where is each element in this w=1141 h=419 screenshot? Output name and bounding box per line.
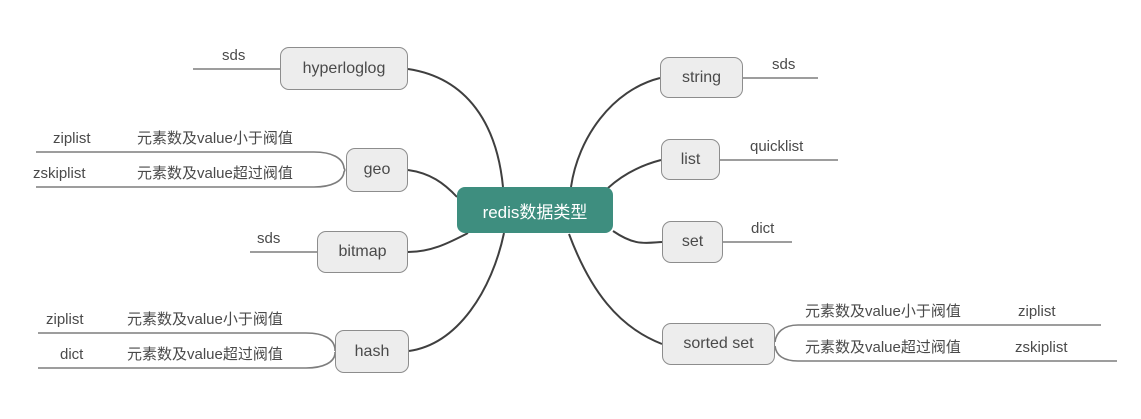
- leaf-hash-row1-impl[interactable]: ziplist: [46, 311, 84, 328]
- leaf-sorted-row2-condition[interactable]: 元素数及value超过阀值: [805, 339, 961, 356]
- node-sorted-set[interactable]: sorted set: [662, 323, 775, 365]
- node-list[interactable]: list: [661, 139, 720, 180]
- branch-curve-bitmap: [407, 232, 469, 253]
- leaf-geo-row2-condition[interactable]: 元素数及value超过阀值: [137, 165, 293, 182]
- leaf-geo-row1-impl[interactable]: ziplist: [53, 130, 91, 147]
- branch-curve-string: [570, 77, 661, 188]
- leaf-line-hash-row2: [38, 352, 336, 369]
- leaf-geo-row2-impl[interactable]: zskiplist: [33, 165, 86, 182]
- leaf-sorted-row1-condition[interactable]: 元素数及value小于阀值: [805, 303, 961, 320]
- leaf-line-sorted-row1: [774, 324, 1101, 343]
- leaf-line-geo-row2: [36, 169, 346, 188]
- branch-curve-hash: [408, 232, 505, 352]
- node-set[interactable]: set: [662, 221, 723, 263]
- leaf-sorted-row1-impl[interactable]: ziplist: [1018, 303, 1056, 320]
- leaf-hash-row2-impl[interactable]: dict: [60, 346, 84, 363]
- branch-curve-hyperloglog: [407, 68, 504, 188]
- leaf-bitmap-sds[interactable]: sds: [257, 230, 281, 247]
- leaf-sorted-row2-impl[interactable]: zskiplist: [1015, 339, 1068, 356]
- root-node[interactable]: redis数据类型: [457, 187, 613, 233]
- leaf-line-geo-row1: [36, 151, 346, 171]
- leaf-line-hash-row1: [38, 332, 336, 351]
- branch-curve-sorted-set: [568, 233, 663, 345]
- leaf-hyperloglog-sds[interactable]: sds: [222, 47, 246, 64]
- leaf-hash-row1-condition[interactable]: 元素数及value小于阀值: [127, 311, 283, 328]
- leaf-line-sorted-row2: [774, 345, 1117, 362]
- node-bitmap[interactable]: bitmap: [317, 231, 408, 273]
- leaf-geo-row1-condition[interactable]: 元素数及value小于阀值: [137, 130, 293, 147]
- node-hyperloglog[interactable]: hyperloglog: [280, 47, 408, 90]
- branch-curve-list: [607, 159, 662, 189]
- node-hash[interactable]: hash: [335, 330, 409, 373]
- leaf-set-dict[interactable]: dict: [751, 220, 775, 237]
- branch-curve-geo: [407, 169, 458, 198]
- node-string[interactable]: string: [660, 57, 743, 98]
- leaf-hash-row2-condition[interactable]: 元素数及value超过阀值: [127, 346, 283, 363]
- branch-curve-set: [612, 230, 663, 244]
- leaf-string-sds[interactable]: sds: [772, 56, 796, 73]
- leaf-list-quicklist[interactable]: quicklist: [750, 138, 804, 155]
- node-geo[interactable]: geo: [346, 148, 408, 192]
